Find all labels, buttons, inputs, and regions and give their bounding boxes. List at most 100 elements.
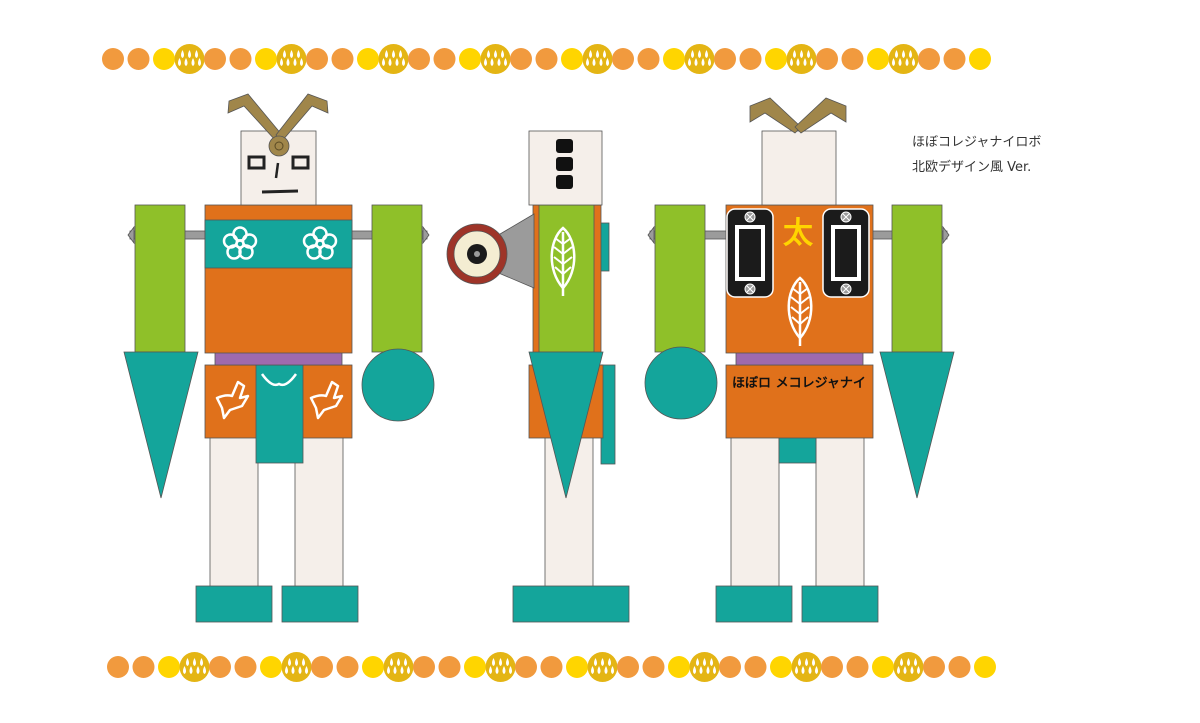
front-waist [214, 351, 343, 366]
bottom-drop-dot-19 [587, 652, 618, 682]
back-rod-end-right [942, 225, 950, 245]
back-wheel-unit-right [822, 208, 870, 298]
top-orange-dot-33 [943, 48, 966, 70]
bottom-orange-dot-25 [744, 656, 767, 678]
back-chest-glyph: 太 [783, 216, 814, 251]
bottom-orange-dot-28 [821, 656, 843, 678]
top-orange-dot-8 [306, 48, 328, 70]
bottom-orange-dot-16 [515, 656, 537, 678]
back-leg-left [730, 436, 780, 588]
back-waist [735, 351, 864, 366]
bottom-orange-dot-9 [336, 656, 359, 678]
top-orange-dot-32 [918, 48, 940, 70]
top-orange-dot-24 [714, 48, 736, 70]
top-orange-dot-29 [841, 48, 864, 70]
bottom-drop-dot-27 [791, 652, 822, 682]
top-yellow-dot-34 [969, 48, 991, 70]
back-foot-left [715, 585, 793, 623]
bottom-orange-dot-29 [846, 656, 869, 678]
bottom-orange-dot-1 [132, 656, 155, 678]
caption-title: ほぼコレジャナイロボ [912, 135, 1042, 150]
top-yellow-dot-18 [561, 48, 583, 70]
bottom-yellow-dot-6 [260, 656, 282, 678]
front-leaf-mark [260, 373, 298, 387]
back-head [761, 130, 837, 206]
side-view [446, 130, 630, 623]
bottom-yellow-dot-22 [668, 656, 690, 678]
bottom-yellow-dot-14 [464, 656, 486, 678]
top-orange-dot-5 [229, 48, 252, 70]
top-drop-dot-11 [378, 44, 409, 74]
front-eye-right [291, 155, 310, 170]
top-yellow-dot-6 [255, 48, 277, 70]
bottom-yellow-dot-2 [158, 656, 180, 678]
top-orange-dot-0 [102, 48, 124, 70]
back-hip-text: ほぼロ メコレジャナイ [732, 376, 866, 391]
top-drop-dot-15 [480, 44, 511, 74]
caption-subtitle: 北欧デザイン風 Ver. [912, 160, 1032, 175]
bottom-orange-dot-4 [209, 656, 231, 678]
back-fist-left [644, 346, 718, 420]
top-orange-dot-4 [204, 48, 226, 70]
front-rod-end-right [422, 225, 430, 245]
front-view [123, 93, 435, 623]
bottom-drop-dot-31 [893, 652, 924, 682]
front-nose [274, 162, 280, 179]
top-yellow-dot-10 [357, 48, 379, 70]
bottom-yellow-dot-18 [566, 656, 588, 678]
top-drop-dot-19 [582, 44, 613, 74]
front-fist-right [361, 348, 435, 422]
front-arm-right [371, 204, 423, 353]
bottom-orange-dot-5 [234, 656, 257, 678]
top-orange-dot-28 [816, 48, 838, 70]
back-hip [725, 364, 874, 439]
top-yellow-dot-2 [153, 48, 175, 70]
bottom-yellow-dot-26 [770, 656, 792, 678]
bottom-orange-dot-20 [617, 656, 639, 678]
top-yellow-dot-30 [867, 48, 889, 70]
top-drop-dot-31 [888, 44, 919, 74]
top-yellow-dot-14 [459, 48, 481, 70]
side-face-block-1 [556, 139, 573, 153]
front-foot-left [195, 585, 273, 623]
bottom-dot-border [107, 652, 996, 682]
side-arm [538, 204, 595, 353]
front-loincloth [255, 364, 304, 464]
front-mouth [261, 189, 299, 194]
top-orange-dot-20 [612, 48, 634, 70]
bottom-drop-dot-3 [179, 652, 210, 682]
bottom-orange-dot-0 [107, 656, 129, 678]
top-drop-dot-23 [684, 44, 715, 74]
top-orange-dot-16 [510, 48, 532, 70]
back-foot-right [801, 585, 879, 623]
top-orange-dot-1 [127, 48, 150, 70]
side-face-block-2 [556, 157, 573, 171]
top-orange-dot-17 [535, 48, 558, 70]
back-view: ほぼロ メコレジャナイ 太 [644, 97, 955, 623]
front-leg-left [209, 436, 259, 588]
bottom-orange-dot-8 [311, 656, 333, 678]
back-horn-right [794, 97, 847, 134]
bottom-orange-dot-32 [923, 656, 945, 678]
back-leg-right [815, 436, 865, 588]
back-drill-right [879, 351, 955, 499]
back-wheel-unit-left [726, 208, 774, 298]
bottom-drop-dot-11 [383, 652, 414, 682]
top-drop-dot-3 [174, 44, 205, 74]
back-arm-left [654, 204, 706, 353]
top-dot-border [102, 44, 991, 74]
front-eye-left [247, 155, 266, 170]
front-horn-right [275, 93, 329, 142]
bottom-orange-dot-33 [948, 656, 971, 678]
top-orange-dot-12 [408, 48, 430, 70]
front-drill-left [123, 351, 199, 499]
bottom-orange-dot-17 [540, 656, 563, 678]
side-wheel-axle [474, 251, 480, 257]
front-chest-band [204, 219, 353, 269]
bottom-orange-dot-12 [413, 656, 435, 678]
back-loincloth [778, 436, 817, 464]
front-rod-end-left [127, 225, 135, 245]
top-drop-dot-7 [276, 44, 307, 74]
top-drop-dot-27 [786, 44, 817, 74]
